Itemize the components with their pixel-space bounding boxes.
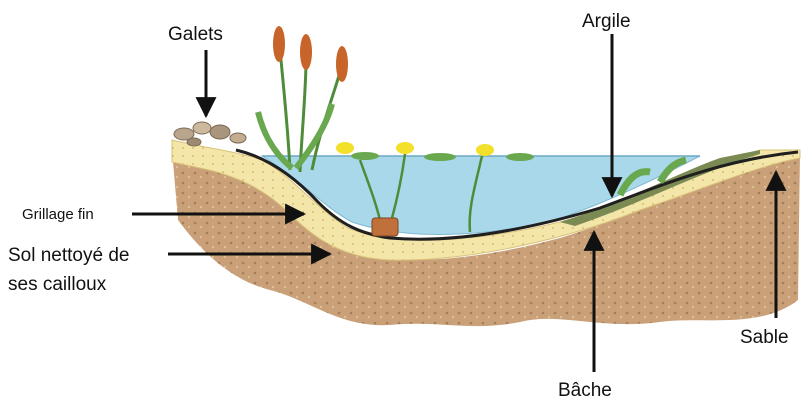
label-sol-line2: ses cailloux (8, 274, 107, 295)
label-argile: Argile (582, 11, 631, 32)
label-sol-line1: Sol nettoyé de (8, 245, 129, 266)
reed-plants (258, 26, 348, 172)
label-bache: Bâche (558, 380, 612, 401)
label-sable: Sable (740, 327, 789, 348)
label-grillage: Grillage fin (22, 206, 94, 223)
label-galets: Galets (168, 24, 223, 45)
